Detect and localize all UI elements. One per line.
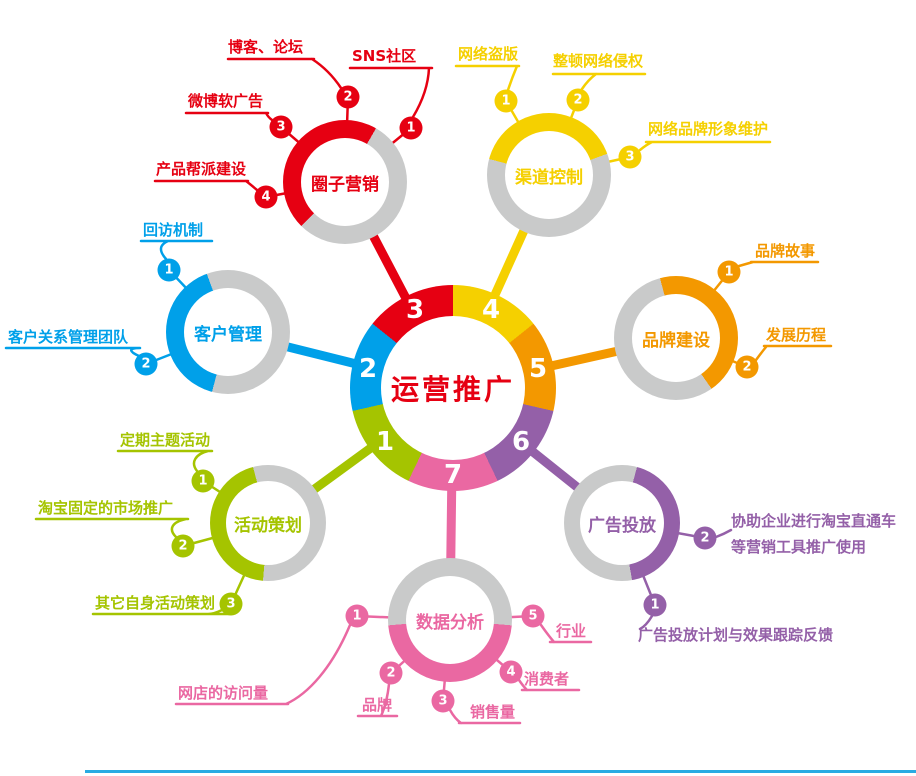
subitem-label-line1: 协助企业进行淘宝直通车: [731, 512, 897, 530]
center-segment-6: 6: [511, 427, 531, 457]
node-circle-marketing: 圈子营销: [283, 120, 407, 244]
subitem-label: 广告投放计划与效果跟踪反馈: [638, 626, 834, 644]
subitem-label: 整顿网络侵权: [553, 52, 644, 70]
subitem-badge: 2: [566, 88, 590, 112]
center-segment-5: 5: [528, 354, 548, 384]
subitem-label: 微博软广告: [188, 92, 264, 110]
subitem-badge: 3: [431, 689, 455, 713]
subitem-badge: 2: [693, 526, 717, 550]
subitem-label: 网店的访问量: [178, 684, 269, 702]
subitem-badge: 3: [618, 145, 642, 169]
subitem-badge: 5: [521, 604, 545, 628]
node-label-event-planning: 活动策划: [234, 515, 302, 536]
subitem-label: 品牌: [362, 696, 393, 714]
subitem-label: 其它自身活动策划: [95, 594, 216, 612]
subitem-badge: 1: [345, 604, 369, 628]
node-label-customer-management: 客户管理: [194, 324, 262, 345]
subitem-badge: 2: [379, 661, 403, 685]
node-brand-building-hole: 品牌建设: [632, 294, 720, 382]
subitem-badge: 2: [134, 352, 158, 376]
subitem-label: 回访机制: [143, 221, 204, 239]
center-segment-2: 2: [358, 354, 378, 384]
subitem-badge: 2: [171, 534, 195, 558]
subitem-label: 定期主题活动: [120, 431, 211, 449]
node-event-planning: 活动策划: [210, 465, 326, 581]
node-label-channel-control: 渠道控制: [515, 167, 583, 188]
node-label-brand-building: 品牌建设: [642, 330, 710, 351]
subitem-badge: 1: [643, 593, 667, 617]
center-segment-1: 1: [375, 427, 395, 457]
node-label-circle-marketing: 圈子营销: [311, 174, 379, 195]
node-label-ad-placement: 广告投放: [588, 515, 656, 536]
center-segment-7: 7: [443, 460, 463, 490]
subitem-badge: 1: [191, 469, 215, 493]
node-label-data-analysis: 数据分析: [416, 612, 484, 633]
center-hole: 运营推广: [381, 316, 525, 460]
subitem-badge: 1: [157, 258, 181, 282]
subitem-badge: 3: [219, 592, 243, 616]
subitem-badge: 1: [717, 260, 741, 284]
node-data-analysis: 数据分析: [388, 558, 512, 682]
node-customer-management: 客户管理: [166, 270, 290, 394]
subitem-label: 博客、论坛: [228, 38, 304, 56]
subitem-label-line2: 等营销工具推广使用: [731, 538, 867, 556]
subitem-badge: 1: [399, 116, 423, 140]
subitem-label: 品牌故事: [755, 242, 816, 260]
node-channel-control: 渠道控制: [487, 113, 611, 237]
subitem-badge: 2: [336, 85, 360, 109]
node-ad-placement-hole: 广告投放: [580, 481, 664, 565]
subitem-label: 协助企业进行淘宝直通车 等营销工具推广使用: [731, 508, 896, 560]
node-brand-building: 品牌建设: [614, 276, 738, 400]
bottom-accent-line: [85, 770, 916, 773]
subitem-label: 网络品牌形象维护: [648, 120, 769, 138]
subitem-badge: 1: [494, 89, 518, 113]
node-circle-marketing-hole: 圈子营销: [301, 138, 389, 226]
subitem-label: 产品帮派建设: [156, 160, 247, 178]
subitem-label: 销售量: [470, 703, 516, 721]
center-donut: 运营推广: [350, 285, 556, 491]
subitem-badge: 4: [499, 660, 523, 684]
node-ad-placement: 广告投放: [564, 465, 680, 581]
node-event-planning-hole: 活动策划: [226, 481, 310, 565]
subitem-label: 行业: [556, 622, 587, 640]
center-title: 运营推广: [390, 373, 515, 406]
subitem-badge: 3: [269, 115, 293, 139]
center-segment-4: 4: [481, 295, 501, 325]
subitem-badge: 2: [735, 355, 759, 379]
node-data-analysis-hole: 数据分析: [406, 576, 494, 664]
subitem-label: 淘宝固定的市场推广: [38, 499, 174, 517]
node-customer-management-hole: 客户管理: [184, 288, 272, 376]
subitem-label: SNS社区: [352, 47, 417, 65]
subitem-label: 客户关系管理团队: [8, 328, 129, 346]
subitem-label: 网络盗版: [458, 45, 519, 63]
center-segment-3: 3: [405, 295, 425, 325]
subitem-label: 发展历程: [766, 326, 827, 344]
subitem-label: 消费者: [524, 670, 570, 688]
subitem-badge: 4: [254, 185, 278, 209]
node-channel-control-hole: 渠道控制: [505, 131, 593, 219]
